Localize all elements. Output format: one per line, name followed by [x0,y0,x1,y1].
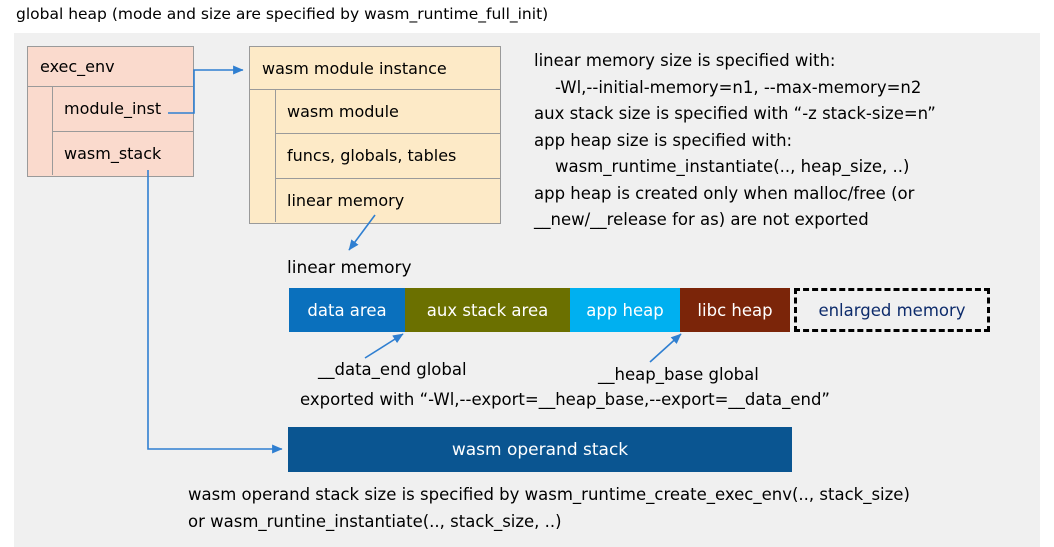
exec-env-field-module-inst: module_inst [53,87,193,131]
linear-memory-bar: data area aux stack area app heap libc h… [289,288,990,332]
memory-segment-data-area: data area [289,288,405,332]
annotation-export-note: exported with “-Wl,--export=__heap_base,… [300,390,830,409]
exec-env-gutter [28,87,53,175]
module-instance-field-wasm-module: wasm module [276,90,500,134]
wasm-operand-stack-notes: wasm operand stack size is specified by … [188,485,910,531]
exec-env-header: exec_env [28,47,193,87]
module-instance-box: wasm module instance wasm module funcs, … [249,46,501,224]
module-instance-field-linear-memory: linear memory [276,177,500,222]
module-instance-body: wasm module funcs, globals, tables linea… [250,90,500,222]
module-instance-header: wasm module instance [250,47,500,90]
memory-segment-enlarged-memory: enlarged memory [794,288,990,332]
memory-segment-aux-stack-area: aux stack area [405,288,570,332]
linear-memory-notes: linear memory size is specified with: -W… [534,51,936,229]
page-title: global heap (mode and size are specified… [16,5,549,23]
exec-env-box: exec_env module_inst wasm_stack [27,46,194,177]
module-instance-gutter [250,90,276,222]
module-instance-field-funcs-globals-tables: funcs, globals, tables [276,133,500,178]
linear-memory-bar-label: linear memory [287,258,412,278]
exec-env-field-list: module_inst wasm_stack [53,87,193,175]
exec-env-body: module_inst wasm_stack [28,87,193,175]
annotation-heap-base-global: __heap_base global [598,365,759,384]
memory-segment-libc-heap: libc heap [680,288,790,332]
memory-segment-app-heap: app heap [570,288,680,332]
annotation-data-end-global: __data_end global [318,360,467,379]
exec-env-field-wasm-stack: wasm_stack [53,130,193,175]
wasm-operand-stack-box: wasm operand stack [288,427,792,472]
module-instance-field-list: wasm module funcs, globals, tables linea… [276,90,500,222]
